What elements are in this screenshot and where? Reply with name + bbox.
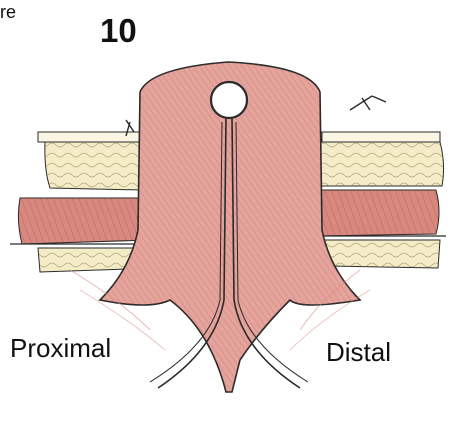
left-skin-layer: [38, 132, 140, 142]
label-proximal: Proximal: [10, 333, 111, 364]
right-abdominal-wall: [314, 132, 446, 268]
right-suture: [350, 96, 386, 110]
right-skin-layer: [322, 132, 440, 142]
label-distal: Distal: [326, 337, 391, 368]
stoma-rod-ring: [211, 82, 247, 118]
